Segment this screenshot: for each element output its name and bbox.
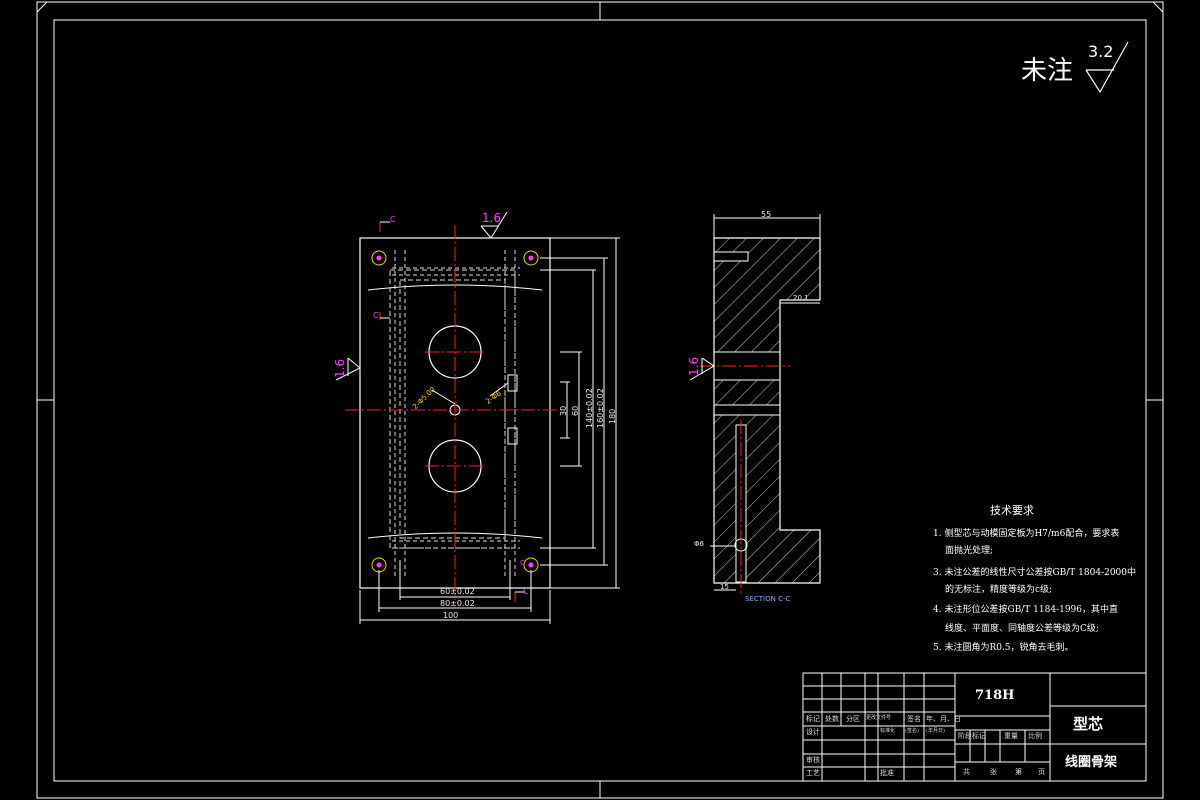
material-label: 718H	[975, 688, 1015, 703]
dim-vertical-lines	[540, 237, 620, 589]
orientation-mark	[36, 1, 1164, 13]
tb-label-ymd: (年月日)	[926, 728, 945, 734]
tb-label-mark: 标记	[806, 715, 820, 723]
section-roughness-value: 1.6	[687, 356, 701, 376]
top-insert-edge	[367, 284, 543, 291]
front-view	[335, 211, 620, 624]
dim-160: 160±0.02	[596, 388, 605, 428]
section-dims	[710, 214, 821, 591]
tb-label-review: 审核	[806, 756, 820, 764]
leaders	[431, 382, 509, 405]
hatch-upper	[714, 238, 820, 352]
dim-100: 100	[443, 611, 459, 620]
tech-req-line-1: 1. 侧型芯与动模固定板为H7/m6配合，要求表	[933, 529, 1120, 539]
border-center-marks	[37, 2, 1163, 798]
tb-label-page: 页	[1038, 768, 1045, 776]
tb-label-process: 工艺	[806, 769, 820, 777]
roughness-top-value: 1.6	[482, 211, 502, 225]
general-roughness-symbol	[1085, 41, 1129, 94]
part-name-label: 型芯	[1073, 715, 1104, 733]
section-dim-step: 20.1	[793, 294, 809, 302]
hidden-slots	[392, 250, 520, 576]
roughness-left-symbol	[335, 357, 361, 381]
tech-req-line-7: 5. 未注圆角为R0.5，锐角去毛刺。	[933, 643, 1074, 653]
tb-label-zone: 分区	[846, 715, 860, 723]
dim-60-vertical: 60	[571, 405, 580, 416]
title-block	[802, 672, 1147, 782]
title-grid-rows	[803, 685, 955, 768]
drawing-name-label: 线圈骨架	[1065, 755, 1118, 770]
section-pin-upper	[713, 251, 749, 262]
tb-label-sheet-no: 第	[1015, 768, 1022, 776]
tb-label-signature: (签名)	[905, 728, 919, 734]
tb-label-total: 共	[963, 768, 970, 776]
general-roughness-label: 未注	[1021, 56, 1074, 86]
centerlines	[345, 225, 565, 600]
roughness-left-value: 1.6	[333, 358, 347, 378]
tb-label-standard: 标准化	[880, 728, 896, 734]
pin-hole-right-lower	[507, 427, 518, 445]
tb-label-design: 设计	[806, 728, 820, 736]
hatch-middle	[714, 380, 780, 405]
tech-req-line-2: 面抛光处理;	[945, 546, 994, 556]
dim-80: 80±0.02	[440, 599, 475, 608]
section-arrows	[380, 221, 525, 593]
dim-180: 180	[608, 408, 617, 424]
tb-label-scale: 比例	[1028, 732, 1042, 740]
section-dim-hole: Φ6	[694, 540, 704, 548]
tb-label-count: 处数	[825, 715, 839, 723]
tech-req-line-3: 3. 未注公差的线性尺寸公差按GB/T 1804-2000中	[933, 568, 1136, 578]
section-mark-c-2: C	[373, 311, 379, 320]
section-mark-c-1: C	[390, 215, 396, 224]
dim-30: 30	[559, 405, 568, 416]
roughness-top-symbol	[480, 211, 508, 239]
tb-label-date: 年、月、日	[926, 715, 961, 723]
tech-req-line-6: 线度、平面度、同轴度公差等级为C级;	[945, 624, 1099, 634]
tb-label-weight: 重量	[1004, 732, 1018, 740]
hidden-pocket-inner	[399, 279, 506, 539]
section-mark-c-3: C	[523, 587, 529, 596]
general-roughness-value: 3.2	[1088, 42, 1114, 61]
section-cut-line	[379, 222, 516, 602]
corner-screw-cores	[376, 255, 534, 568]
title-grid-cols	[821, 673, 1050, 781]
tech-req-line-5: 4. 未注形位公差按GB/T 1184-1996，其中直	[933, 605, 1118, 615]
section-edges	[714, 351, 780, 416]
dim-60-horizontal: 60±0.02	[440, 587, 475, 596]
section-roughness-symbol	[689, 357, 715, 381]
hidden-pocket	[389, 269, 516, 549]
hatch-lower	[714, 415, 820, 583]
tb-label-change-doc: 更改文件号	[866, 715, 892, 721]
pin-hole-right-upper	[507, 374, 518, 392]
tb-label-sign: 签名	[907, 715, 921, 723]
section-dim-bottom: 15	[720, 583, 729, 591]
tb-label-approve: 批准	[880, 769, 894, 777]
section-dim-width: 55	[761, 210, 772, 219]
section-mark-c-4: C	[520, 559, 525, 567]
tb-label-sheets: 张	[990, 768, 997, 776]
dim-140: 140±0.02	[585, 388, 594, 428]
tech-req-line-4: 的无标注，精度等级为c级;	[945, 585, 1053, 595]
tech-requirements-title: 技术要求	[990, 504, 1034, 517]
section-centerlines	[700, 365, 790, 595]
section-view	[689, 214, 821, 595]
section-caption: SECTION C-C	[745, 595, 791, 603]
dim-horizontal-lines	[359, 560, 551, 624]
tb-label-stage: 阶段标记	[958, 732, 986, 740]
